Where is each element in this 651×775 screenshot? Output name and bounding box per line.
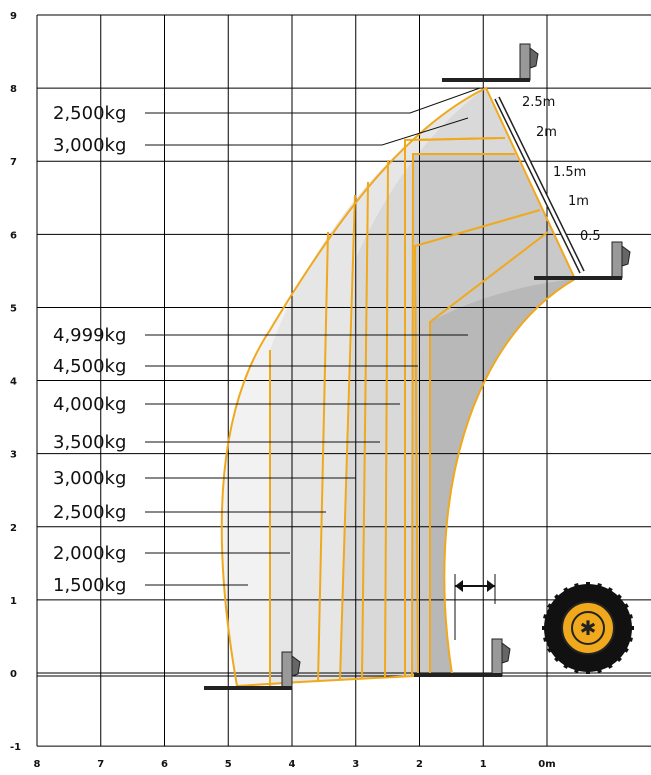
wheel-tread bbox=[621, 603, 629, 610]
leader-line bbox=[145, 117, 469, 146]
x-tick-label: 3 bbox=[352, 759, 359, 770]
load-zone-label: 2,000kg bbox=[53, 543, 126, 564]
load-contour bbox=[361, 181, 369, 679]
load-zone-label: 1,500kg bbox=[53, 575, 126, 596]
extension-mark-label: 2m bbox=[536, 125, 557, 140]
boom-extension: 2.5m 2m 1.5m 1m 0.5 bbox=[494, 95, 601, 274]
y-tick-label: 9 bbox=[10, 11, 17, 22]
zone-labels: 1,500kg 2,000kg 2,500kg 3,000kg 3,500kg 4,000… bbox=[53, 103, 126, 596]
x-tick-label: 4 bbox=[289, 759, 296, 770]
fork-tine bbox=[204, 686, 292, 690]
wheel-tread bbox=[614, 654, 622, 662]
extension-mark-label: 0.5 bbox=[580, 229, 601, 244]
wheel-tread bbox=[621, 646, 629, 653]
fork-carriage-icon bbox=[442, 43, 539, 82]
y-tick-label: 1 bbox=[10, 596, 17, 607]
load-contour bbox=[317, 231, 329, 683]
fork-mast bbox=[281, 651, 293, 689]
y-tick-label: 3 bbox=[10, 450, 17, 461]
fork-tine bbox=[442, 78, 530, 82]
wheel-hub bbox=[571, 611, 605, 645]
fork-bracket bbox=[501, 642, 511, 664]
load-contour bbox=[339, 194, 356, 681]
x-tick-label: 6 bbox=[161, 759, 168, 770]
leader-lines bbox=[145, 87, 481, 586]
y-tick-label: 7 bbox=[10, 157, 17, 168]
fork-mast bbox=[491, 638, 503, 676]
load-zone-label: 3,000kg bbox=[53, 468, 126, 489]
fork-carriage-icon bbox=[414, 638, 511, 677]
leader-line bbox=[145, 87, 481, 114]
y-tick-label: 2 bbox=[10, 523, 17, 534]
load-zones bbox=[221, 88, 576, 686]
zone-mid-dark bbox=[412, 154, 575, 676]
wheel-tread bbox=[596, 666, 602, 673]
y-tick-label: 8 bbox=[10, 84, 17, 95]
load-contour bbox=[384, 159, 389, 678]
x-tick-label: 0m bbox=[538, 759, 555, 770]
wheel-tread bbox=[543, 636, 550, 642]
fork-carriage-icon bbox=[204, 651, 301, 690]
boom-load-label: 2,500kg bbox=[53, 103, 126, 124]
axis-ticks: 8 7 6 5 4 3 2 1 0m 9 8 7 6 5 4 3 2 1 0 -1 bbox=[10, 11, 556, 770]
x-tick-label: 2 bbox=[416, 759, 423, 770]
arrow-head-right bbox=[487, 580, 495, 592]
wheel-icon: ✱ bbox=[542, 582, 634, 674]
wheel-tread bbox=[626, 636, 633, 642]
wheel-tread bbox=[547, 646, 555, 653]
wheel-tread bbox=[563, 661, 570, 669]
wheel-tread bbox=[547, 603, 555, 610]
load-contour bbox=[419, 137, 498, 141]
wheel-tread bbox=[574, 666, 580, 673]
x-tick-label: 7 bbox=[97, 759, 104, 770]
wheel-tread bbox=[543, 614, 550, 620]
wheel-tread bbox=[606, 587, 613, 595]
y-tick-label: 6 bbox=[10, 230, 17, 241]
wheel-tread bbox=[606, 661, 613, 669]
load-zone-label: 2,500kg bbox=[53, 502, 126, 523]
x-tick-label: 8 bbox=[34, 759, 41, 770]
fork-mast bbox=[519, 43, 531, 81]
envelope-lines bbox=[220, 86, 577, 688]
wheel-tread bbox=[614, 594, 622, 602]
wheel-tread bbox=[596, 583, 602, 590]
x-tick-label: 5 bbox=[225, 759, 232, 770]
load-zone-label: 4,500kg bbox=[53, 356, 126, 377]
load-contour bbox=[413, 209, 541, 677]
fork-tine bbox=[414, 673, 502, 677]
fork-tine bbox=[534, 276, 622, 280]
load-contour bbox=[411, 153, 515, 677]
x-tick-label: 1 bbox=[480, 759, 487, 770]
arrow-head-left bbox=[455, 580, 463, 592]
load-zone-label: 3,500kg bbox=[53, 432, 126, 453]
extension-mark-label: 1m bbox=[568, 194, 589, 209]
y-tick-label: -1 bbox=[10, 742, 21, 753]
zone-dark bbox=[430, 279, 575, 675]
wheel-tread bbox=[554, 654, 562, 662]
load-zone-label: 4,999kg bbox=[53, 325, 126, 346]
fork-mast bbox=[611, 241, 623, 279]
wheel-tread bbox=[563, 587, 570, 595]
wheel-tread bbox=[574, 583, 580, 590]
boom-load-label: 3,000kg bbox=[53, 135, 126, 156]
wheel-tread bbox=[626, 614, 633, 620]
fork-bracket bbox=[291, 655, 301, 677]
y-tick-label: 5 bbox=[10, 303, 17, 314]
envelope-outline bbox=[220, 86, 577, 688]
fork-carriage-icon bbox=[534, 241, 631, 280]
load-zone-label: 4,000kg bbox=[53, 394, 126, 415]
wheel-tread bbox=[554, 594, 562, 602]
double-arrow-icon bbox=[454, 574, 496, 640]
extension-mark-label: 1.5m bbox=[553, 165, 586, 180]
load-contour bbox=[429, 231, 549, 675]
fork-bracket bbox=[621, 245, 631, 267]
fork-bracket bbox=[529, 47, 539, 69]
extension-mark-label: 2.5m bbox=[522, 95, 555, 110]
y-tick-label: 4 bbox=[10, 377, 17, 388]
y-tick-label: 0 bbox=[10, 669, 17, 680]
wheel-hub-star: ✱ bbox=[580, 618, 597, 640]
icons: ✱ bbox=[204, 43, 634, 690]
boom-rail-inner bbox=[495, 97, 584, 273]
